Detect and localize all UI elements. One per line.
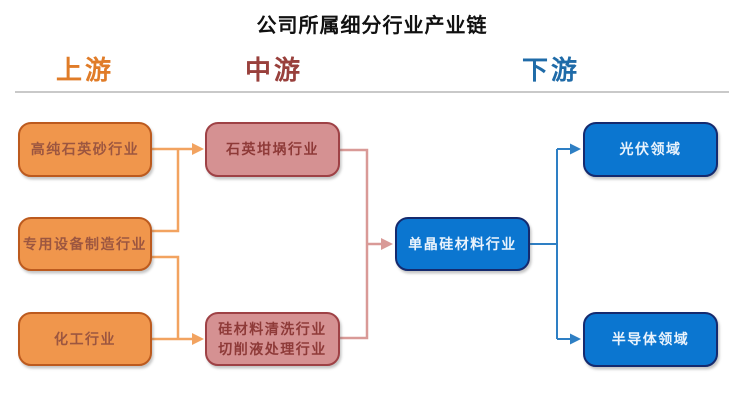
- node-label: 石英坩埚行业: [226, 141, 319, 158]
- node-silicon-cleaning-cutting-fluid-industry: 硅材料清洗行业 切削液处理行业: [205, 312, 340, 366]
- node-chemical-industry: 化工行业: [18, 312, 152, 366]
- node-special-equipment-manufacturing-industry: 专用设备制造行业: [18, 217, 152, 271]
- node-label: 半导体领域: [611, 331, 690, 348]
- node-quartz-crucible-industry: 石英坩埚行业: [205, 122, 340, 177]
- arrowhead-into-semiconductor: [570, 333, 581, 345]
- stage-separator-line: [15, 91, 729, 93]
- stage-header-downstream: 下游: [522, 55, 581, 85]
- arrowhead-into-cleaning: [192, 333, 204, 345]
- node-label: 化工行业: [54, 330, 116, 347]
- edge-equipment-to-cleaning: [152, 255, 180, 339]
- arrowhead-into-photovoltaic: [570, 143, 581, 155]
- arrowhead-into-crucible: [192, 143, 204, 155]
- node-label: 高纯石英砂行业: [30, 141, 140, 158]
- node-label: 光伏领域: [619, 141, 682, 158]
- node-label: 硅材料清洗行业 切削液处理行业: [218, 320, 327, 357]
- page-title: 公司所属细分行业产业链: [256, 15, 488, 37]
- arrowhead-into-core: [381, 238, 393, 250]
- node-label: 专用设备制造行业: [23, 235, 147, 252]
- stage-header-upstream: 上游: [56, 55, 115, 85]
- node-label: 单晶硅材料行业: [408, 235, 517, 252]
- node-monocrystalline-silicon-material-industry: 单晶硅材料行业: [395, 217, 530, 271]
- node-high-purity-quartz-sand-industry: 高纯石英砂行业: [18, 122, 152, 177]
- node-semiconductor-field: 半导体领域: [583, 312, 718, 367]
- edge-equipment-to-crucible: [152, 149, 180, 233]
- node-photovoltaic-field: 光伏领域: [583, 122, 718, 177]
- stage-header-midstream: 中游: [245, 55, 304, 85]
- edge-midstream-merge: [340, 148, 369, 340]
